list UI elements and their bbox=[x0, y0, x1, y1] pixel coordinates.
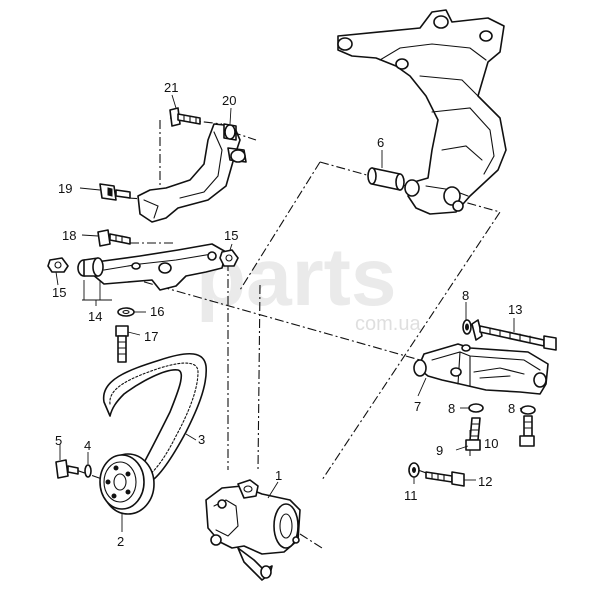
bolt bbox=[55, 459, 79, 479]
callout-8: 8 bbox=[508, 401, 515, 416]
callout-15: 15 bbox=[224, 228, 238, 243]
callout-16: 16 bbox=[150, 304, 164, 319]
spacer-sleeve bbox=[367, 167, 405, 191]
callout-17: 17 bbox=[144, 329, 158, 344]
callout-7: 7 bbox=[414, 399, 421, 414]
tensioner-bracket bbox=[137, 123, 247, 223]
watermark-subtext: com.ua bbox=[355, 313, 421, 335]
washer bbox=[462, 319, 472, 335]
callout-2: 2 bbox=[117, 534, 124, 549]
upper-mounting-bracket bbox=[337, 9, 507, 215]
callout-10: 10 bbox=[484, 436, 498, 451]
bolt bbox=[465, 417, 481, 451]
callout-8: 8 bbox=[462, 288, 469, 303]
callout-labels: 21 20 19 6 18 15 15 14 16 17 8 13 7 8 8 … bbox=[52, 80, 522, 549]
callout-8: 8 bbox=[448, 401, 455, 416]
washer bbox=[468, 403, 484, 413]
callout-18: 18 bbox=[62, 228, 76, 243]
bolt bbox=[115, 325, 129, 363]
washer bbox=[117, 307, 135, 317]
nut bbox=[47, 257, 69, 273]
bolt bbox=[471, 319, 557, 351]
washer bbox=[520, 405, 536, 415]
callout-13: 13 bbox=[508, 302, 522, 317]
bolt bbox=[169, 107, 201, 127]
callout-20: 20 bbox=[222, 93, 236, 108]
bolt bbox=[97, 229, 131, 247]
callout-3: 3 bbox=[198, 432, 205, 447]
callout-6: 6 bbox=[377, 135, 384, 150]
callout-9: 9 bbox=[436, 443, 443, 458]
bolt bbox=[99, 183, 131, 201]
leader-lines bbox=[55, 94, 523, 532]
washer bbox=[84, 464, 92, 478]
tensioner-plate bbox=[91, 243, 227, 291]
pump-mounting-bracket bbox=[413, 343, 549, 395]
callout-15: 15 bbox=[52, 285, 66, 300]
power-steering-pump bbox=[205, 479, 301, 581]
callout-19: 19 bbox=[58, 181, 72, 196]
bolt bbox=[425, 471, 465, 487]
bushing bbox=[77, 257, 104, 277]
callout-12: 12 bbox=[478, 474, 492, 489]
watermark-text: parts bbox=[196, 232, 397, 323]
callout-1: 1 bbox=[275, 468, 282, 483]
callout-14: 14 bbox=[88, 309, 102, 324]
callout-5: 5 bbox=[55, 433, 62, 448]
callout-11: 11 bbox=[404, 488, 418, 503]
nut bbox=[219, 249, 239, 267]
washer bbox=[408, 462, 420, 478]
bolt bbox=[519, 415, 535, 447]
callout-4: 4 bbox=[84, 438, 91, 453]
pulley bbox=[99, 453, 155, 515]
callout-21: 21 bbox=[164, 80, 178, 95]
